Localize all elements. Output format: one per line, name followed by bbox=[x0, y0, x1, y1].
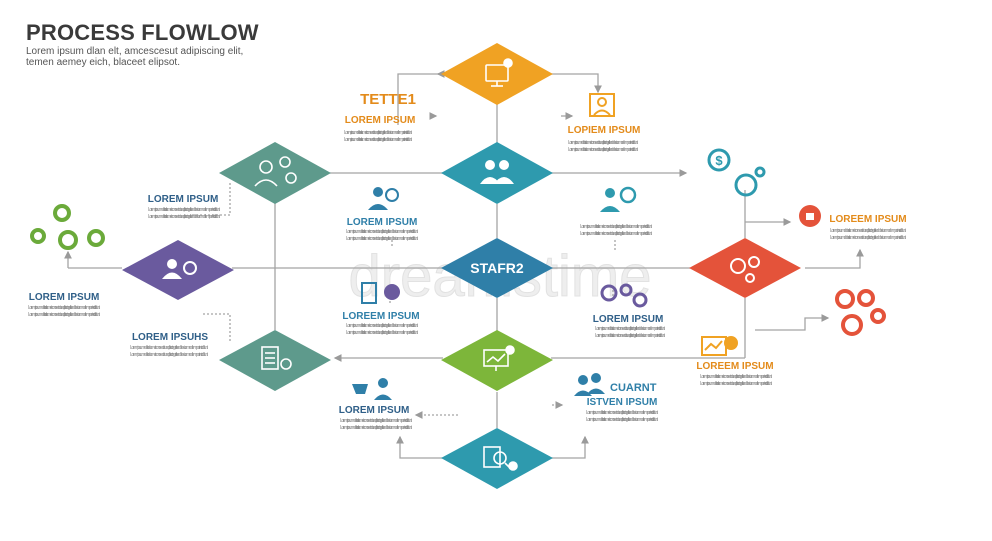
connector-line bbox=[755, 314, 830, 331]
label-left-far: LOREM IPSUM bbox=[29, 292, 100, 303]
diamond-team[interactable] bbox=[441, 142, 553, 204]
label-right-mid-lower: LOREM IPSUM bbox=[593, 314, 664, 325]
dollar-sign-icon: $ bbox=[715, 153, 723, 168]
body-text: Lorem ipsum dolor sit amet consectetur a… bbox=[148, 214, 221, 220]
body-text: Lorem ipsum dolor sit amet consectetur a… bbox=[580, 224, 653, 230]
subtitle-line-1: Lorem ipsum dlan elt, amcescesut adipisc… bbox=[26, 46, 244, 57]
page-subtitle: Lorem ipsum dlan elt, amcescesut adipisc… bbox=[26, 46, 286, 68]
label-bottom-left: LOREM IPSUM bbox=[339, 405, 410, 416]
body-text: Lorem ipsum dolor sit amet consectetur a… bbox=[130, 345, 209, 351]
diamond-top[interactable] bbox=[441, 43, 553, 105]
connector-line bbox=[396, 435, 443, 459]
display-icon bbox=[483, 345, 515, 371]
connector-line bbox=[805, 248, 864, 269]
connectors bbox=[64, 70, 864, 459]
body-text: Lorem ipsum dolor sit amet consectetur a… bbox=[830, 228, 907, 234]
label-top-right: LOPIEM IPSUM bbox=[568, 125, 641, 136]
person-search-icon bbox=[368, 187, 399, 210]
gear-cluster-red-icon bbox=[835, 289, 886, 336]
body-text: Lorem ipsum dolor sit amet consectetur a… bbox=[346, 323, 419, 329]
label-bottom-right-1: CUARNT bbox=[610, 382, 657, 394]
body-text: Lorem ipsum dolor sit amet consectetur a… bbox=[346, 236, 419, 242]
diamond-red[interactable] bbox=[689, 238, 801, 298]
body-text: Lorem ipsum dolor sit amet consectetur a… bbox=[344, 137, 413, 143]
connector-line bbox=[551, 435, 589, 459]
body-text: Lorem ipsum dolor sit amet consectetur a… bbox=[148, 207, 221, 213]
team-small-icon bbox=[574, 373, 605, 396]
label-far-right-upper: LOREEM IPSUM bbox=[829, 214, 906, 225]
label-left-lower: LOREM IPSUHS bbox=[132, 332, 208, 343]
person-gear-icon bbox=[600, 186, 637, 212]
user-gear-icon bbox=[162, 259, 197, 279]
diamond-purple[interactable] bbox=[122, 240, 234, 300]
chart-dollar-icon bbox=[701, 336, 738, 356]
diamond-start[interactable]: STAFR2 bbox=[441, 238, 553, 298]
body-text: Lorem ipsum dolor sit amet consectetur a… bbox=[346, 330, 419, 336]
gear-cluster-green-icon bbox=[30, 204, 105, 250]
cart-user-icon bbox=[352, 378, 392, 400]
body-text-blocks: Lorem ipsum dolor sit amet consectetur a… bbox=[28, 130, 907, 431]
subtitle-line-2: temen aemey eich, blaceet elipsot. bbox=[26, 57, 180, 68]
gears-icon bbox=[730, 256, 760, 283]
monitor-icon bbox=[485, 58, 513, 87]
body-text: Lorem ipsum dolor sit amet consectetur a… bbox=[830, 235, 907, 241]
body-text: Lorem ipsum dolor sit amet consectetur a… bbox=[344, 130, 413, 136]
report-chart-icon bbox=[361, 282, 400, 304]
label-mid-lower: LOREEM IPSUM bbox=[342, 311, 419, 322]
label-mid-upper: LOREM IPSUM bbox=[347, 217, 418, 228]
document-icon bbox=[261, 346, 292, 370]
body-text: Lorem ipsum dolor sit amet consectetur a… bbox=[340, 425, 413, 431]
diamond-document[interactable] bbox=[219, 330, 331, 391]
team-icon bbox=[480, 160, 514, 184]
diamond-search[interactable] bbox=[441, 428, 553, 489]
body-text: Lorem ipsum dolor sit amet consectetur a… bbox=[586, 417, 659, 423]
body-text: Lorem ipsum dolor sit amet consectetur a… bbox=[28, 312, 101, 318]
body-text: Lorem ipsum dolor sit amet consectetur a… bbox=[568, 147, 639, 153]
diamond-display[interactable] bbox=[441, 330, 553, 391]
diamond-settings-user[interactable] bbox=[219, 142, 331, 204]
body-text: Lorem ipsum dolor sit amet consectetur a… bbox=[700, 381, 773, 387]
body-text: Lorem ipsum dolor sit amet consectetur a… bbox=[586, 410, 659, 416]
connector-line bbox=[551, 73, 602, 94]
person-icon bbox=[589, 93, 615, 117]
search-icon bbox=[483, 446, 518, 471]
lock-badge-icon bbox=[799, 205, 821, 227]
gears-purple-icon bbox=[600, 283, 648, 308]
body-text: Lorem ipsum dolor sit amet consectetur a… bbox=[700, 374, 773, 380]
label-top-left: LOREM IPSUM bbox=[345, 115, 416, 126]
body-text: Lorem ipsum dolor sit amet consectetur a… bbox=[346, 229, 419, 235]
body-text: Lorem ipsum dolor sit amet consectetur a… bbox=[130, 352, 209, 358]
label-left-upper: LOREM IPSUM bbox=[148, 194, 219, 205]
body-text: Lorem ipsum dolor sit amet consectetur a… bbox=[28, 305, 101, 311]
start-node-label: STAFR2 bbox=[470, 260, 524, 276]
dollar-gear-icon bbox=[707, 148, 766, 197]
top-heading: TETTE1 bbox=[360, 91, 416, 108]
body-text: Lorem ipsum dolor sit amet consectetur a… bbox=[595, 333, 666, 339]
user-gear-icon bbox=[254, 156, 297, 187]
body-text: Lorem ipsum dolor sit amet consectetur a… bbox=[595, 326, 666, 332]
body-text: Lorem ipsum dolor sit amet consectetur a… bbox=[340, 418, 413, 424]
connector-line bbox=[203, 313, 231, 342]
page-title: PROCESS FLOWLOW bbox=[26, 20, 259, 45]
connector-line bbox=[397, 73, 443, 125]
body-text: Lorem ipsum dolor sit amet consectetur a… bbox=[580, 231, 653, 237]
label-far-right-lower: LOREEM IPSUM bbox=[696, 361, 773, 372]
label-bottom-right-2: ISTVEN IPSUM bbox=[587, 397, 658, 408]
body-text: Lorem ipsum dolor sit amet consectetur a… bbox=[568, 140, 639, 146]
connector-line bbox=[190, 183, 231, 216]
